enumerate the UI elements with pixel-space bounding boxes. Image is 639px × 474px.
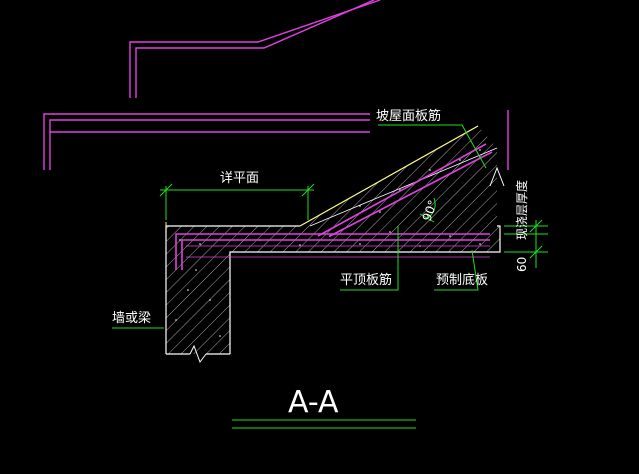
break-symbol (489, 166, 505, 187)
label-see-plan: 详平面 (220, 171, 259, 186)
concrete-section (165, 125, 501, 364)
upper-stair-outline (43, 0, 509, 170)
label-angle: 90° (420, 198, 440, 223)
label-flat-roof-bar: 平顶板筋 (340, 272, 392, 288)
leader-lines (112, 124, 548, 329)
label-dimension-60: 60 (515, 257, 529, 272)
label-wall-or-beam: 墙或梁 (112, 311, 151, 326)
section-title: A-A (288, 385, 339, 420)
label-precast-slab: 预制底板 (436, 272, 488, 288)
label-slope-roof-bar: 坡屋面板筋 (376, 108, 441, 124)
title-underline (232, 419, 416, 429)
rebar-lines (175, 143, 493, 270)
label-cast-layer-thickness: 现浇层厚度 (514, 180, 529, 240)
